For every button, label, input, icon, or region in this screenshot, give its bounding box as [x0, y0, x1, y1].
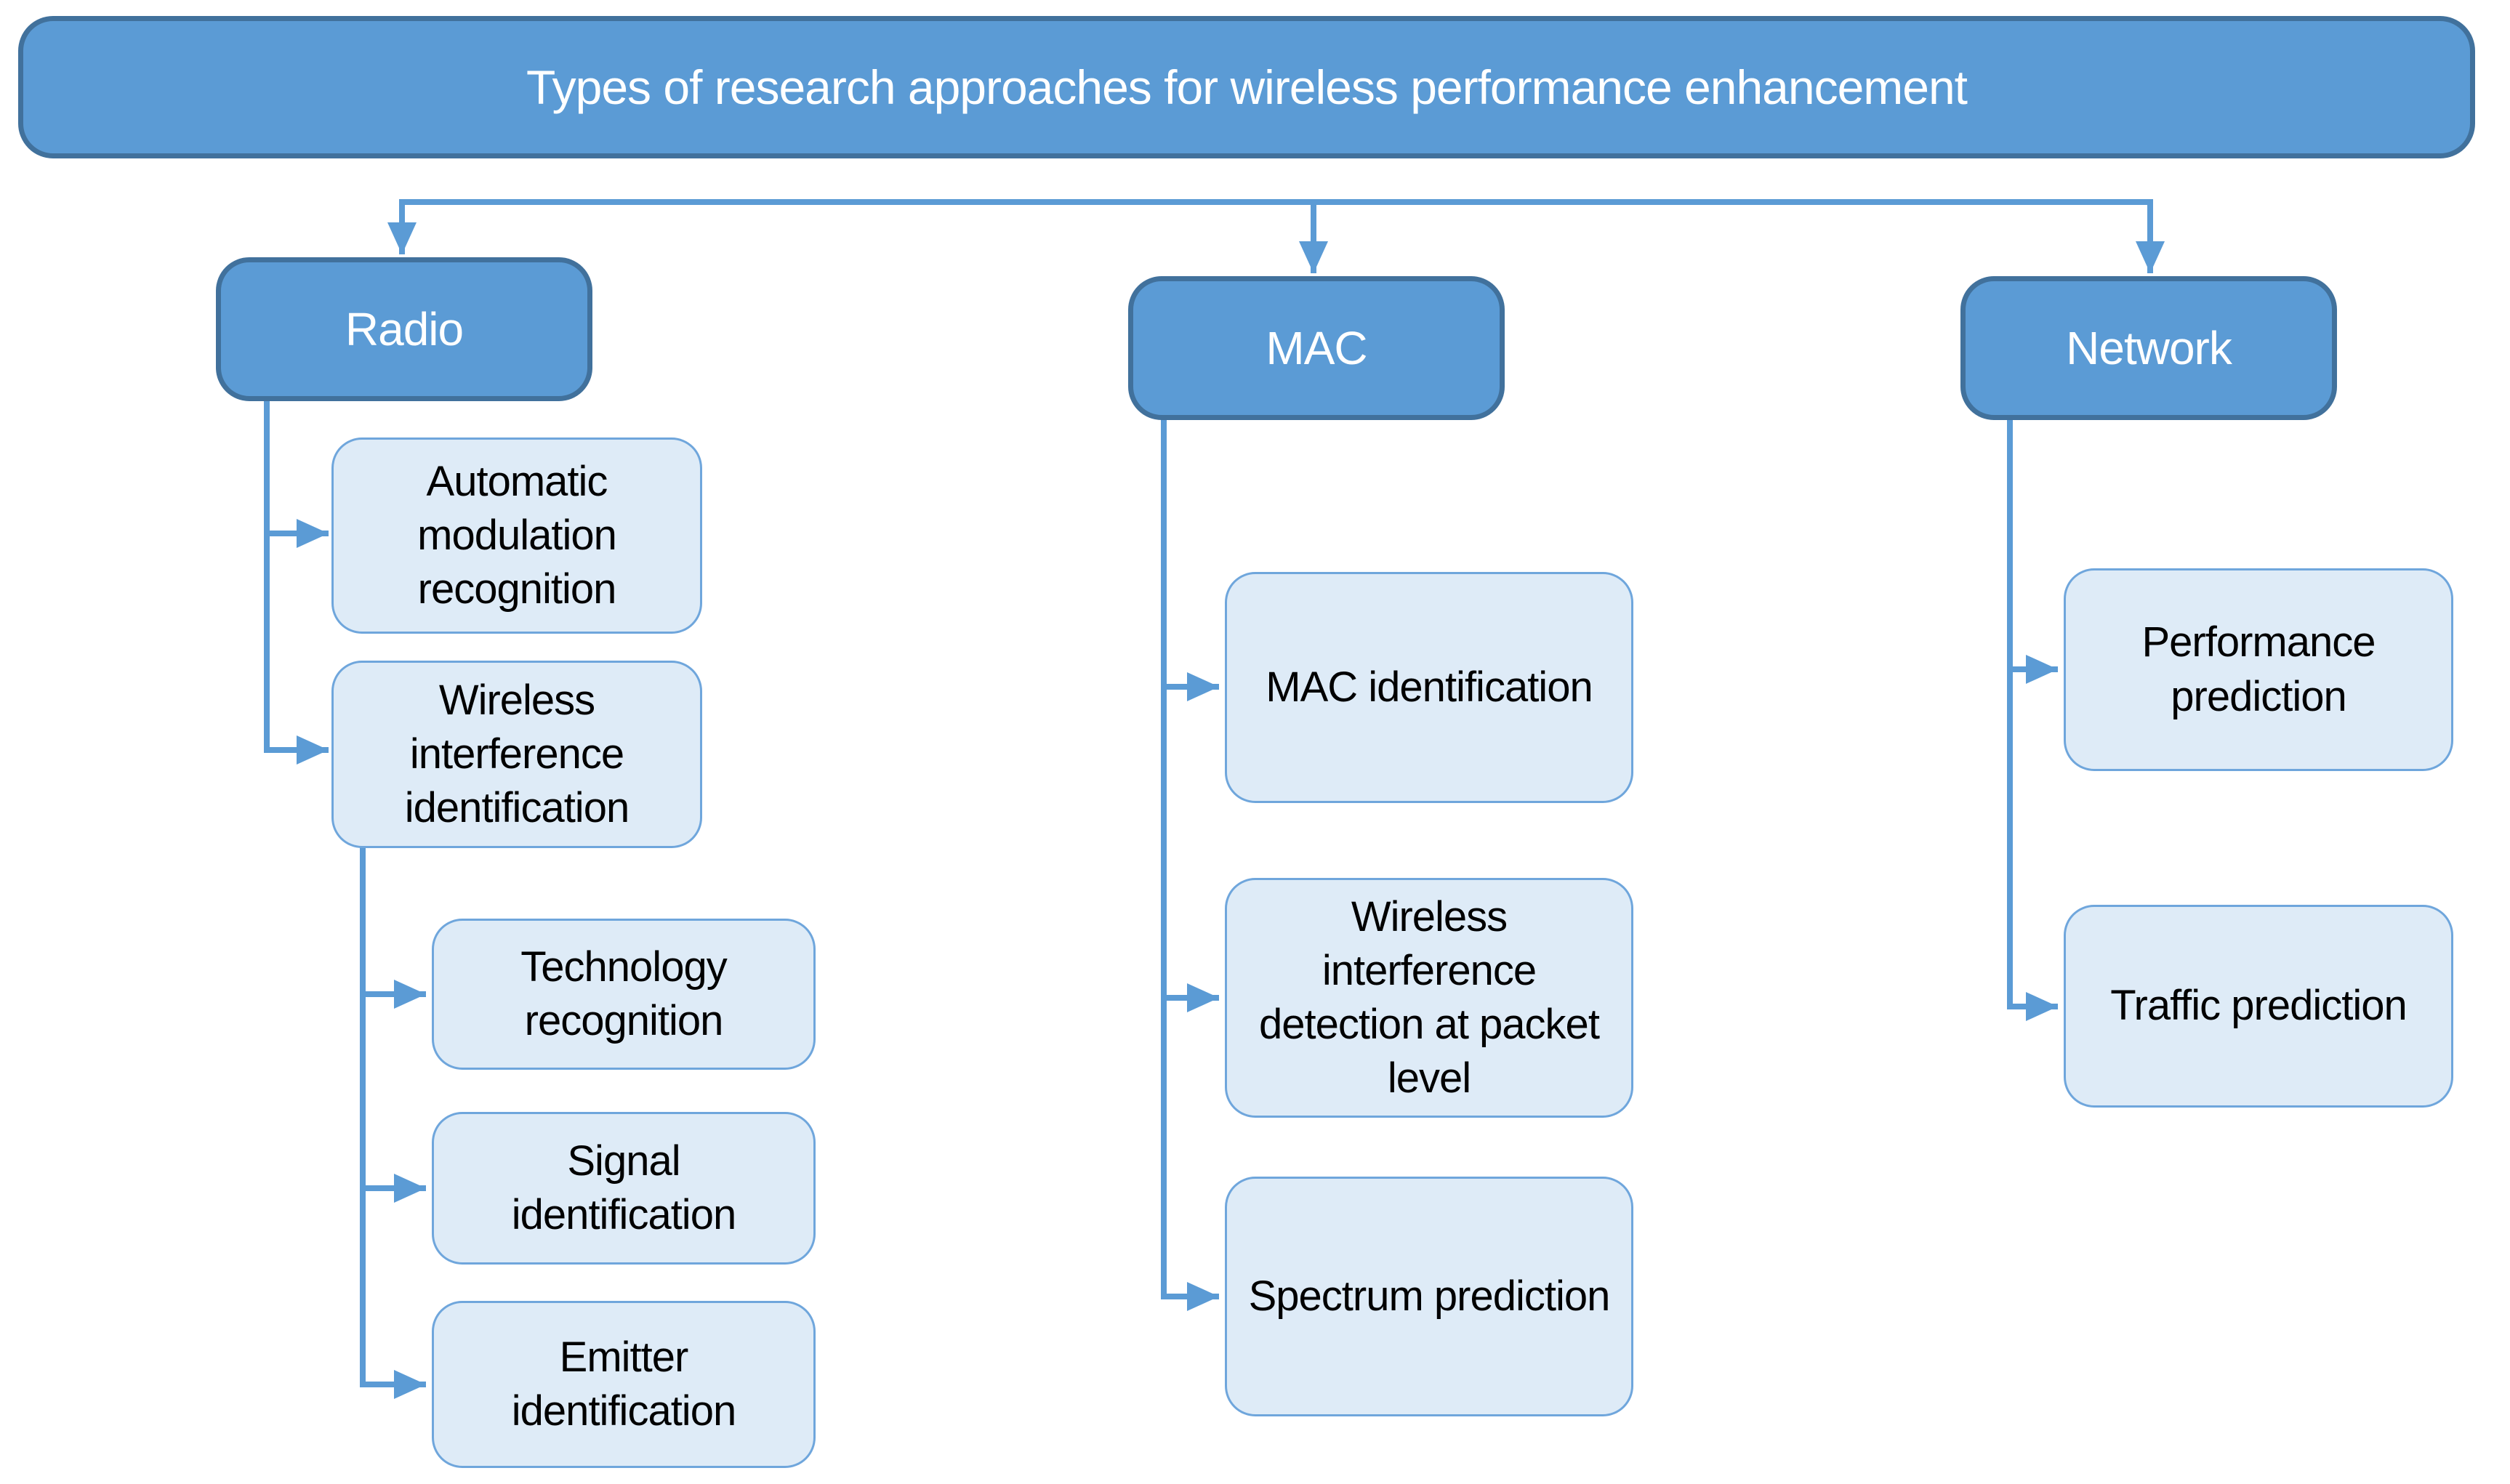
leaf-signal-identification: Signal identification: [432, 1112, 816, 1265]
network-trunk: [2007, 417, 2058, 1021]
mac-trunk: [1161, 417, 1219, 1311]
leaf-emitter-identification: Emitter identification: [432, 1301, 816, 1468]
category-mac: MAC: [1128, 276, 1505, 420]
leaf-label: Automatic modulation recognition: [417, 457, 617, 613]
leaf-label: Wireless interference detection at packe…: [1259, 892, 1600, 1102]
leaf-wireless-interference-detection-at-packet-level: Wireless interference detection at packe…: [1225, 878, 1633, 1118]
radio-trunk: [264, 398, 329, 765]
leaf-traffic-prediction: Traffic prediction: [2064, 905, 2453, 1108]
leaf-label: Signal identification: [511, 1137, 736, 1238]
leaf-label: MAC identification: [1266, 663, 1593, 711]
category-network: Network: [1960, 276, 2337, 420]
leaf-label: Performance prediction: [2141, 618, 2376, 720]
leaf-label: Traffic prediction: [2110, 982, 2408, 1030]
leaf-label: Spectrum prediction: [1248, 1272, 1611, 1320]
leaf-automatic-modulation-recognition: Automatic modulation recognition: [331, 437, 702, 634]
leaf-technology-recognition: Technology recognition: [432, 919, 816, 1070]
category-radio: Radio: [216, 257, 592, 401]
category-network-label: Network: [2066, 322, 2232, 374]
leaf-label: Wireless interference identification: [404, 676, 629, 832]
leaf-mac-identification: MAC identification: [1225, 572, 1633, 803]
leaf-spectrum-prediction: Spectrum prediction: [1225, 1177, 1633, 1416]
category-radio-label: Radio: [345, 303, 464, 355]
leaf-wireless-interference-identification: Wireless interference identification: [331, 661, 702, 848]
leaf-label: Emitter identification: [511, 1333, 736, 1435]
leaf-label: Technology recognition: [520, 943, 727, 1044]
leaf-performance-prediction: Performance prediction: [2064, 568, 2453, 771]
diagram-title-banner: Types of research approaches for wireles…: [18, 16, 2475, 158]
diagram-title: Types of research approaches for wireles…: [526, 60, 1968, 114]
category-mac-label: MAC: [1266, 322, 1367, 374]
radio-subtrunk: [360, 846, 426, 1399]
